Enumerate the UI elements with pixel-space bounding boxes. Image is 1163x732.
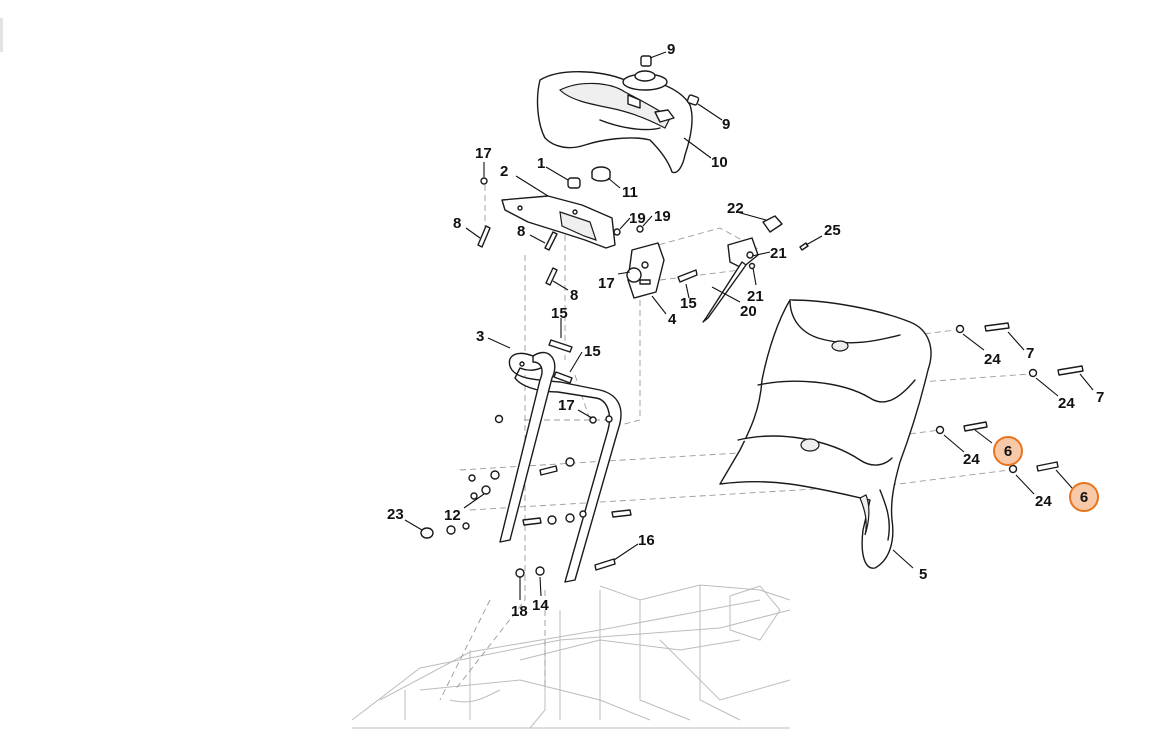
callout-label: 19 (654, 208, 671, 225)
leader-lines (404, 51, 1094, 600)
callout-label: 12 (444, 507, 461, 524)
callout-label: 4 (668, 311, 677, 328)
handlebar-part-3 (499, 351, 622, 583)
callout-label: 10 (711, 154, 728, 171)
highlight-label[interactable]: 6 (1080, 489, 1088, 506)
callout-label: 8 (517, 223, 525, 240)
callout-label: 24 (984, 351, 1001, 368)
callout-label: 14 (532, 597, 549, 614)
cover-part-10 (536, 70, 693, 174)
callout-label: 20 (740, 303, 757, 320)
knob-part-9-side (686, 94, 700, 106)
callout-label: 2 (500, 163, 508, 180)
callout-label: 11 (622, 184, 638, 201)
bolt-part-8-b (544, 231, 558, 251)
nut-part-21-b (748, 262, 756, 270)
highlight-callout-6-upper[interactable]: 6 (993, 436, 1023, 466)
callout-label: 7 (1096, 389, 1104, 406)
callout-label: 21 (747, 288, 764, 305)
callout-label: 24 (1058, 395, 1075, 412)
bolt-part-15-b (548, 339, 573, 353)
hardware-right (935, 322, 1084, 474)
plug-part-11 (591, 166, 611, 182)
callout-label: 7 (1026, 345, 1034, 362)
callout-label: 25 (824, 222, 841, 239)
callout-label: 9 (722, 116, 730, 133)
highlight-circle[interactable] (1069, 482, 1099, 512)
callout-label: 8 (570, 287, 578, 304)
highlight-circle[interactable] (993, 436, 1023, 466)
cap-part-23 (420, 527, 434, 539)
callout-label: 5 (919, 566, 927, 583)
callout-label: 24 (963, 451, 980, 468)
callout-label: 22 (727, 200, 744, 217)
callout-label: 18 (511, 603, 528, 620)
callout-label: 9 (667, 41, 675, 58)
highlight-label[interactable]: 6 (1004, 443, 1012, 460)
bolt-part-16 (594, 558, 616, 571)
hardware-left (446, 414, 632, 535)
nut-part-17-top (480, 177, 488, 185)
callout-label: 21 (770, 245, 787, 262)
callout-label: 23 (387, 506, 404, 523)
frame-ghost (351, 584, 791, 729)
bracket-part-2 (501, 195, 616, 249)
chute-part-5 (719, 299, 932, 569)
bolt-part-15-c (553, 371, 573, 384)
left-edge-marker (0, 18, 3, 52)
plate-part-4 (626, 242, 665, 299)
bolt-part-8-c (545, 267, 558, 286)
bolt-part-8-a (477, 225, 491, 248)
lever-part-20 (702, 237, 759, 323)
callout-label: 24 (1035, 493, 1052, 510)
callout-label: 8 (453, 215, 461, 232)
nut-part-21-a (746, 251, 754, 259)
nut-part-17-mid (589, 416, 597, 424)
knob-part-9-top (640, 55, 652, 67)
callout-label: 15 (680, 295, 697, 312)
callout-label: 1 (537, 155, 545, 172)
washer-part-14 (535, 566, 545, 576)
callout-label: 19 (629, 210, 646, 227)
callout-label: 17 (558, 397, 575, 414)
washer-part-19-a (613, 228, 621, 236)
callout-label: 3 (476, 328, 484, 345)
highlight-callout-6-lower[interactable]: 6 (1069, 482, 1099, 512)
callout-label: 17 (598, 275, 615, 292)
callout-label: 15 (551, 305, 568, 322)
knob-part-22 (762, 215, 783, 233)
nut-part-18 (515, 568, 525, 578)
callout-labels: 9 9 10 17 1 11 2 8 8 8 19 19 17 4 15 22 … (387, 41, 1104, 620)
callout-label: 17 (475, 145, 492, 162)
callout-label: 16 (638, 532, 655, 549)
callout-label: 15 (584, 343, 601, 360)
washer-part-19-b (636, 225, 644, 233)
bolt-part-15-a (677, 269, 698, 283)
plug-part-1 (567, 177, 581, 189)
